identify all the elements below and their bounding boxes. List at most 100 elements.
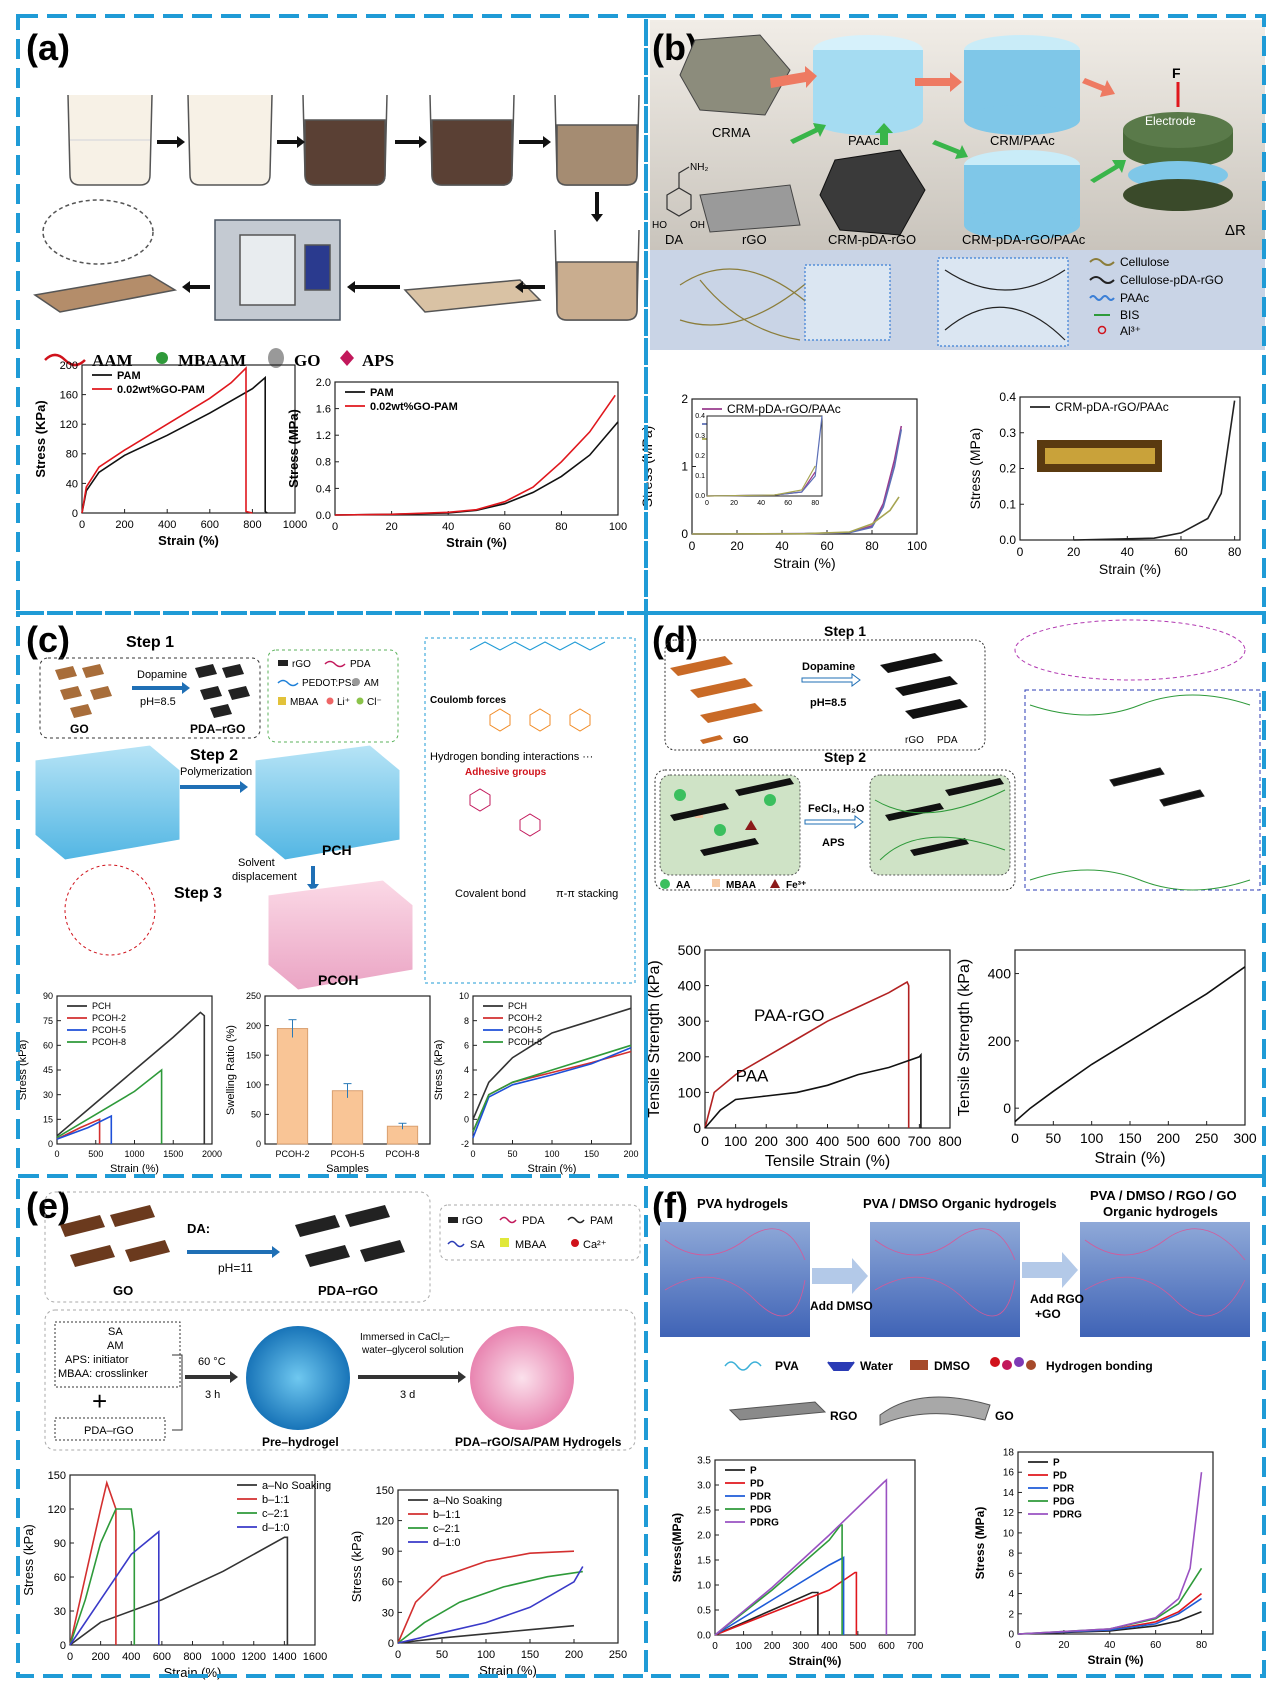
- panel-c-frame: [16, 611, 648, 1178]
- x-axis-label: Strain (%): [1099, 561, 1161, 577]
- y-tick-label: 40: [66, 478, 78, 490]
- legend-label-go: GO: [294, 351, 320, 370]
- legend-label-aps: APS: [362, 351, 394, 370]
- x-tick-label: 100: [609, 521, 627, 533]
- legend-label-rgo-e: rGO: [462, 1215, 483, 1227]
- crma-label: CRMA: [712, 125, 751, 140]
- legend-label: PDR: [1053, 1484, 1075, 1495]
- legend-label: PDRG: [1053, 1510, 1082, 1521]
- x-tick-label: 200: [623, 1149, 638, 1159]
- mbaa-label-e: MBAA: crosslinker: [58, 1368, 148, 1380]
- y-tick-label: 160: [60, 389, 78, 401]
- paac-label: PAAc: [848, 133, 880, 148]
- x-tick-label: 1000: [124, 1149, 144, 1159]
- legend-label: PDRG: [750, 1518, 779, 1529]
- x-axis-label: Tensile Strain (%): [765, 1153, 890, 1170]
- x-axis-label: Strain (%): [446, 535, 507, 550]
- step2-label: Step 2: [190, 747, 238, 764]
- pch-label: PCH: [322, 842, 352, 858]
- y-tick-label: 400: [988, 965, 1012, 981]
- rgo-label: rGO: [742, 232, 767, 247]
- inset-y-tick-label: 0.2: [695, 453, 705, 460]
- y-tick-label: 100: [246, 1080, 261, 1090]
- legend-label: PDG: [1053, 1497, 1075, 1508]
- y-axis-label: Stress (MPa): [973, 1507, 987, 1580]
- y-axis-label: Tensile Strength (kPa): [956, 959, 973, 1116]
- legend-label: PCOH-8: [92, 1037, 126, 1047]
- crm-pda-rgo-particle: [819, 149, 926, 236]
- panel-e: (e) GO DA: pH=11 PDA–rGO rGO PDA PAM SA …: [21, 1185, 641, 1680]
- y-tick-label: 14: [1003, 1488, 1015, 1499]
- panel-d-frame: [644, 611, 1266, 1178]
- series-line: [69, 1480, 117, 1646]
- x-tick-label: PCOH-8: [385, 1149, 419, 1159]
- x-tick-label: 600: [153, 1651, 171, 1663]
- panel-c: (c) Step 1 GO Dopamine pH=8.5 PDA–rGO rG…: [17, 619, 639, 1175]
- add-rgo-label: Add RGO: [1030, 1292, 1084, 1306]
- y-tick-label: 0: [1008, 1630, 1014, 1641]
- panel-b: (b) CRMA PAAc CRM/PAAc CRM-pDA-rGO/PAAc …: [639, 20, 1265, 577]
- pda-rgo-label: PDA–rGO: [190, 722, 245, 736]
- series-line: [704, 1052, 922, 1129]
- x-tick-label: 800: [938, 1133, 962, 1149]
- crma-particle: [679, 34, 791, 116]
- network-bubble: [42, 199, 154, 265]
- y-tick-label: 0.0: [697, 1631, 711, 1642]
- y-tick-label: 30: [43, 1090, 53, 1100]
- legend-label-al: Al³⁺: [1120, 324, 1141, 338]
- pva-dmso-title: PVA / DMSO Organic hydrogels: [863, 1196, 1057, 1211]
- aa-legend-icon: [660, 879, 670, 889]
- panel-d-letter: (d): [652, 619, 698, 660]
- crm-pda-rgo-paac-cylinder-bottom: [964, 210, 1080, 240]
- panel-a-arrows: [157, 136, 603, 293]
- x-tick-label: 2000: [202, 1149, 222, 1159]
- x-tick-label: 100: [735, 1641, 752, 1652]
- y-tick-label: 6: [1008, 1569, 1014, 1580]
- network-illustrations: [679, 257, 1069, 347]
- x-tick-label: 0: [54, 1149, 59, 1159]
- y-tick-label: 0: [464, 1114, 469, 1124]
- y-tick-label: 1.0: [697, 1581, 711, 1592]
- final-hydrogel-label: PDA–rGO/SA/PAM Hydrogels: [455, 1435, 622, 1449]
- final-hydrogel-sphere: [470, 1326, 574, 1430]
- x-axis-label: Strain (%): [110, 1163, 159, 1175]
- y-tick-label: 4: [464, 1065, 469, 1075]
- y-tick-label: 150: [376, 1485, 394, 1497]
- inset-x-tick-label: 20: [730, 500, 738, 507]
- x-tick-label: 0: [79, 519, 85, 531]
- y-tick-label: 90: [43, 991, 53, 1001]
- adhesive-label: Adhesive groups: [465, 767, 547, 778]
- legend-label-cellulose: Cellulose: [1120, 255, 1170, 269]
- y-tick-label: -2: [461, 1139, 469, 1149]
- series-line: [56, 1118, 101, 1144]
- go-label-e: GO: [113, 1283, 133, 1298]
- x-tick-label: PCOH-5: [330, 1149, 364, 1159]
- y-tick-label: 0.0: [316, 510, 331, 522]
- series-line: [397, 1624, 575, 1644]
- x-tick-label: 1600: [303, 1651, 327, 1663]
- series-line: [472, 1044, 632, 1133]
- panel-f-frame: [644, 1174, 1266, 1678]
- panel-f: (f) PVA hydrogels PVA / DMSO Organic hyd…: [652, 1185, 1250, 1668]
- series-line: [714, 1478, 888, 1636]
- x-tick-label: 40: [1104, 1640, 1116, 1651]
- y-tick-label: 0.5: [697, 1606, 711, 1617]
- y-tick-label: 150: [48, 1470, 66, 1482]
- solvent-label: Solvent: [238, 857, 275, 869]
- x-tick-label: 40: [442, 521, 454, 533]
- rgo-label-f: RGO: [830, 1409, 857, 1423]
- series-line: [397, 1570, 583, 1644]
- legend-label-cl: Cl⁻: [367, 697, 382, 708]
- y-axis-label: Tensile Strength (kPa): [646, 960, 663, 1117]
- x-tick-label: 400: [158, 519, 176, 531]
- ph-label-e: pH=11: [218, 1261, 253, 1275]
- series-line: [714, 1591, 819, 1636]
- y-tick-label: 0.8: [316, 457, 331, 469]
- legend-label: 0.02wt%GO-PAM: [117, 384, 205, 396]
- go-label-d: GO: [733, 735, 749, 746]
- y-tick-label: 400: [678, 978, 702, 994]
